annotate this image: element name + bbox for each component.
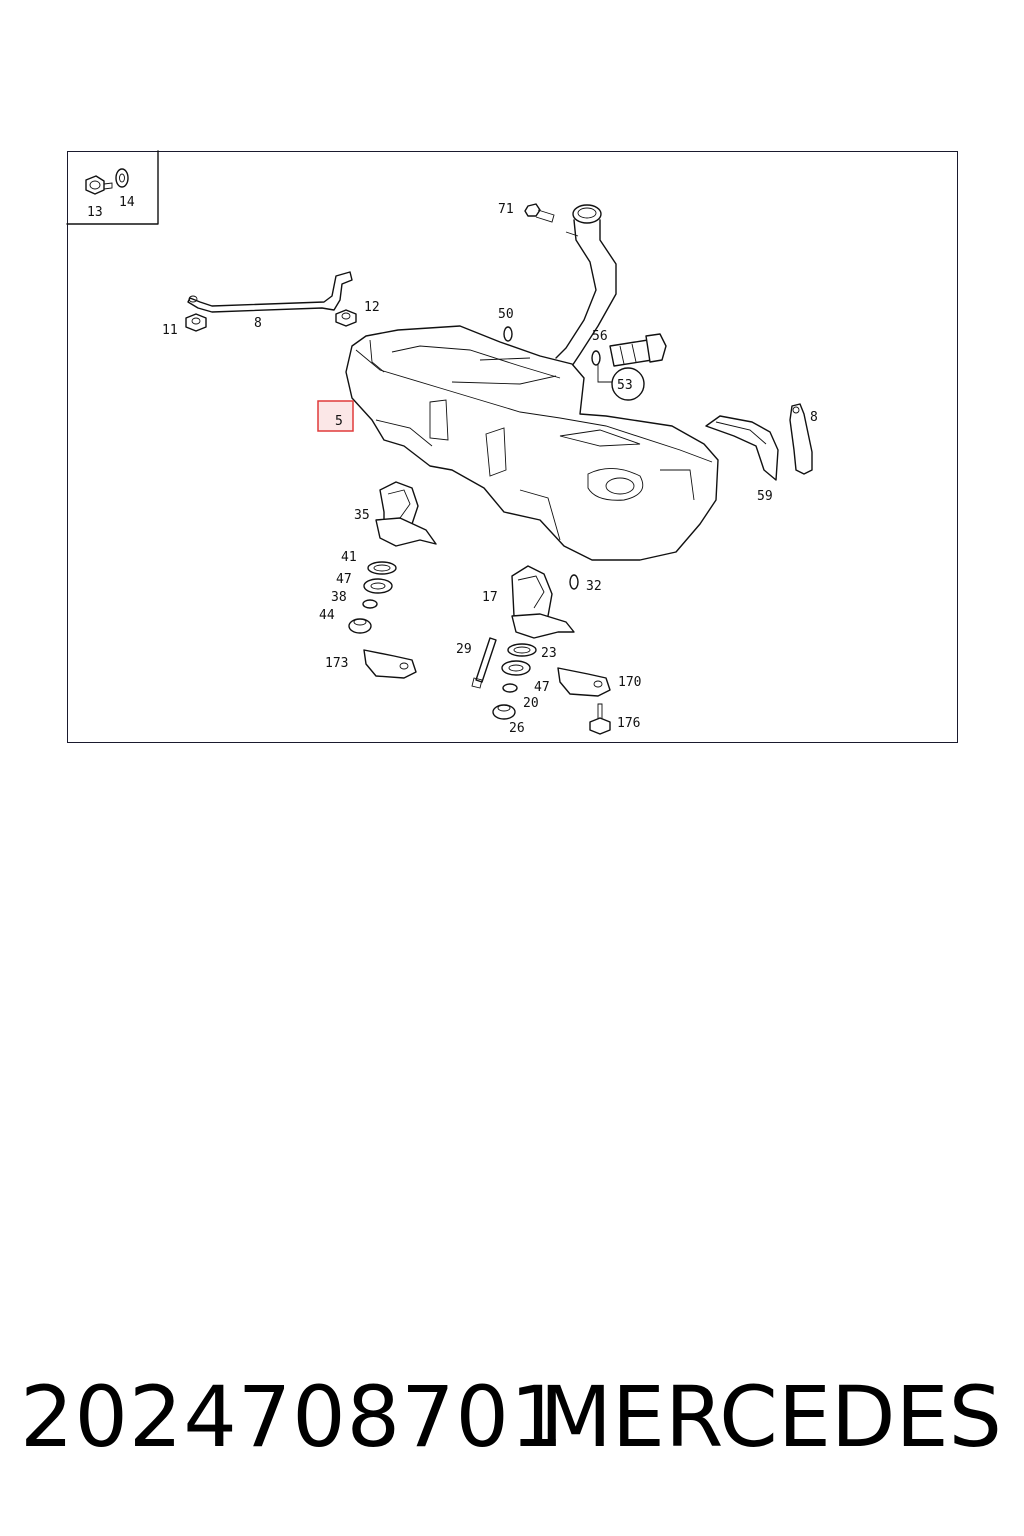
strap-icon [187, 271, 353, 313]
callout-17: 17 [482, 590, 498, 605]
callout-47: 47 [534, 680, 550, 695]
seal-ring-icon [367, 561, 397, 575]
bolt-icon [589, 703, 611, 735]
callout-32: 32 [586, 579, 602, 594]
bolt-icon [85, 175, 113, 195]
washer-icon [115, 168, 129, 188]
seal-icon [362, 599, 378, 609]
ring-icon [507, 643, 537, 657]
inset-box [66, 150, 159, 225]
callout-50: 50 [498, 307, 514, 322]
seal-icon [569, 574, 579, 590]
lock-ring-icon [348, 618, 372, 634]
bracket-icon [789, 403, 813, 475]
callout-71: 71 [498, 202, 514, 217]
callout-53: 53 [617, 378, 633, 393]
callout-176: 176 [617, 716, 640, 731]
fuel-tank-icon [345, 325, 719, 561]
seal-icon [502, 683, 518, 693]
nut-icon [335, 309, 357, 327]
pipe-icon [471, 637, 497, 689]
lock-ring-icon [492, 704, 516, 720]
callout-13: 13 [87, 205, 103, 220]
pump-icon [375, 481, 437, 547]
part-number: 2024708701 [20, 1368, 565, 1466]
seal-icon [503, 326, 513, 342]
callout-labels: 13 14 71 11 8 12 50 56 53 5 8 59 35 41 4… [87, 195, 818, 736]
callout-173: 173 [325, 656, 348, 671]
ring-icon [501, 660, 531, 676]
callout-8: 8 [254, 316, 262, 331]
sender-unit-icon [511, 565, 575, 639]
callout-20: 20 [523, 696, 539, 711]
brand-name: MERCEDES [539, 1368, 1002, 1466]
nut-icon [185, 313, 207, 332]
valve-icon [597, 333, 667, 401]
footer: 2024708701 MERCEDES [0, 1362, 1024, 1472]
callout-35: 35 [354, 508, 370, 523]
callout-26: 26 [509, 721, 525, 736]
ring-icon [363, 578, 393, 594]
filler-neck-icon [555, 204, 617, 367]
shield-plate-icon [557, 667, 611, 697]
callout-47: 47 [336, 572, 352, 587]
heat-shield-icon [705, 415, 779, 481]
callout-14: 14 [119, 195, 135, 210]
callout-170: 170 [618, 675, 641, 690]
callout-11: 11 [162, 323, 178, 338]
callout-12: 12 [364, 300, 380, 315]
bolt-icon [524, 203, 555, 223]
callout-59: 59 [757, 489, 773, 504]
callout-23: 23 [541, 646, 557, 661]
callout-5: 5 [335, 414, 343, 429]
seal-icon [591, 350, 601, 366]
callout-56: 56 [592, 329, 608, 344]
callout-44: 44 [319, 608, 335, 623]
shield-plate-icon [363, 649, 417, 679]
callout-41: 41 [341, 550, 357, 565]
callout-29: 29 [456, 642, 472, 657]
callout-8: 8 [810, 410, 818, 425]
callout-38: 38 [331, 590, 347, 605]
highlight-box [317, 400, 354, 432]
